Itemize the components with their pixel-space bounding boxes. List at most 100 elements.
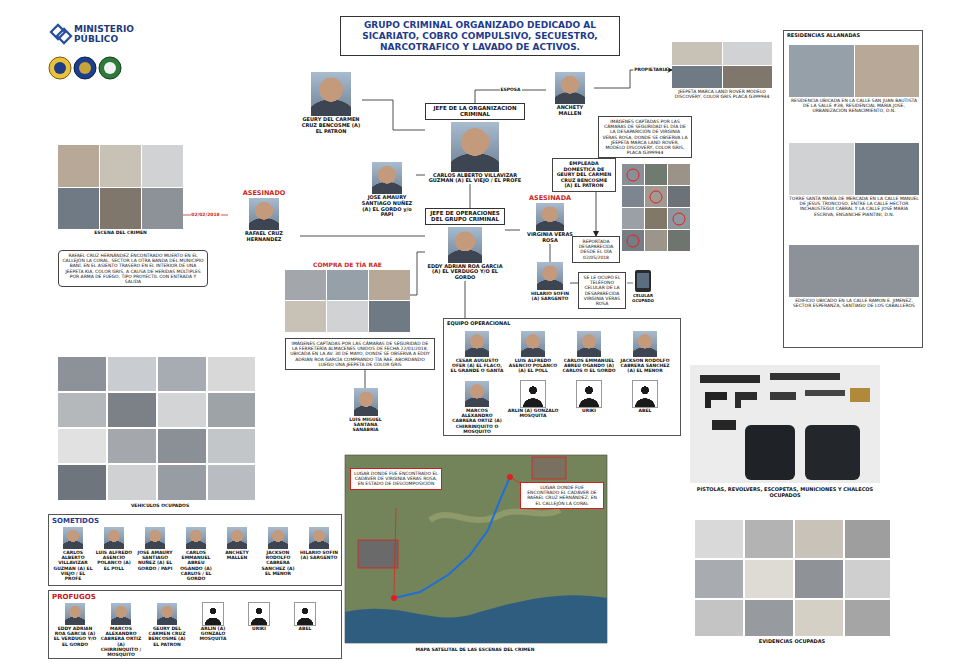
map-marker	[507, 474, 513, 480]
unknown-silhouette	[577, 381, 601, 407]
unknown-silhouette	[295, 603, 315, 625]
portrait-photo	[309, 527, 329, 549]
highlight-circle	[673, 213, 685, 225]
portrait-photo	[633, 331, 657, 357]
evidence-photos	[695, 520, 890, 636]
photo-cell	[285, 270, 326, 301]
person-name: HILARIO SOFIN (A) SARGENTO	[530, 291, 570, 301]
photo-grid	[672, 42, 772, 88]
person-card: ANCHETY MALLEN	[217, 527, 257, 560]
photo-grid	[789, 45, 919, 97]
photo-cell	[723, 42, 773, 65]
unknown-silhouette	[249, 603, 269, 625]
person-card: ARLIN (A) GONZALO MOSQUITA	[506, 381, 560, 418]
edge-label: ESPOSA	[499, 88, 521, 93]
photo-with-caption: JEEPETA MARCA LAND ROVER MODELO DISCOVER…	[672, 42, 772, 99]
unknown-silhouette	[633, 381, 657, 407]
photo	[158, 429, 206, 463]
panel-heading: EQUIPO OPERACIONAL	[444, 319, 680, 329]
person-name: RAFAEL CRUZ HERNANDEZ	[228, 231, 300, 243]
portrait-photo	[577, 331, 601, 357]
pistol	[705, 398, 711, 408]
edge-label: PROPIETARIA	[633, 68, 668, 73]
seal	[54, 62, 66, 74]
person-card: JOSE AMAURY SANTIAGO NUÑEZ (A) EL GORDO …	[358, 162, 416, 218]
person-card: ARLIN (A) GONZALO MOSQUITA	[191, 603, 235, 642]
person-name: CARLOS ALBERTO VILLAVIZAR GUZMAN (A) EL …	[53, 550, 93, 581]
photo-cell	[672, 42, 722, 65]
person-name: URIKI	[237, 626, 281, 631]
portrait-photo	[555, 72, 585, 104]
person-name: EDDY ADRIAN ROA GARCIA (A) EL VERDUGO Y/…	[53, 626, 97, 647]
seal	[104, 62, 116, 74]
seal	[79, 62, 91, 74]
photo-cell	[58, 145, 99, 187]
photo	[795, 560, 843, 598]
photo	[645, 164, 667, 185]
photo-cell	[723, 66, 773, 89]
role-label: ASESINADA	[520, 195, 580, 202]
satellite-map	[345, 455, 607, 643]
person-card: CARLOS ALBERTO VILLAVIZAR GUZMAN (A) EL …	[53, 527, 93, 581]
person-name: JACKSON RODOLFO CABRERA SANCHEZ (A) EL M…	[618, 358, 672, 374]
photo	[58, 357, 106, 391]
photo	[645, 186, 667, 207]
portrait-photo	[311, 72, 351, 116]
photo-cell	[672, 66, 722, 89]
photo-group: ESCENA DEL CRIMEN	[58, 145, 183, 235]
portrait-photo	[111, 603, 131, 625]
panel-heading: PROFUGOS	[49, 591, 341, 603]
person-card: GEURY DEL CARMEN CRUZ BENCOSME (A) EL PA…	[300, 72, 362, 134]
portrait-photo	[372, 162, 402, 194]
note-text: LUGAR DONDE FUE ENCONTRADO EL CADÁVER DE…	[354, 471, 438, 487]
portrait-photo	[65, 603, 85, 625]
person-name: VIRGINIA VERAS ROSA	[520, 232, 580, 244]
person-name: CARLOS ALBERTO VILLAVIZAR GUZMAN (A) EL …	[425, 173, 525, 185]
pistol	[735, 398, 741, 408]
note-box: REPORTADA DESAPARECIDA DESDE EL DÍA 02/0…	[572, 236, 620, 263]
highlight-circle	[627, 169, 639, 181]
person-card: JACKSON RODOLFO CABRERA SANCHEZ (A) EL M…	[258, 527, 298, 576]
photo	[845, 560, 890, 598]
photo-cell	[142, 188, 183, 230]
note-text: RAFAEL CRUZ HERNÁNDEZ ENCONTRADO MUERTO …	[62, 253, 204, 284]
photo	[668, 186, 690, 207]
photo	[208, 357, 255, 391]
person-name: MARCOS ALEXANDRO CABRERA ORTIZ (A) CHIRR…	[450, 408, 504, 434]
photo-cell	[58, 188, 99, 230]
photo	[108, 465, 156, 500]
portrait-photo	[451, 122, 499, 172]
person-name: JACKSON RODOLFO CABRERA SANCHEZ (A) EL M…	[258, 550, 298, 576]
photo	[695, 600, 743, 636]
photo	[745, 560, 793, 598]
route-line	[394, 477, 510, 598]
phone-photo	[627, 270, 651, 292]
photo	[158, 465, 206, 500]
portrait-photo	[186, 527, 206, 549]
note-text: LUGAR DONDE FUE ENCONTRADO EL CADÁVER DE…	[524, 485, 600, 506]
portrait-photo	[145, 527, 165, 549]
photo-grid	[789, 245, 919, 297]
portrait-photo	[465, 331, 489, 357]
photo	[158, 357, 206, 391]
map-caption: MAPA SATELITAL DE LAS ESCENAS DEL CRIMEN	[395, 647, 555, 652]
photo-cell	[327, 301, 368, 332]
photo-caption: VEHICULOS OCUPADOS	[120, 503, 200, 508]
photo-cell	[855, 45, 920, 97]
photo-caption: PISTOLAS, REVOLVERS, ESCOPETAS, MUNICION…	[690, 487, 880, 499]
photo	[622, 164, 644, 185]
photo-caption: RESIDENCIA UBICADA EN LA CALLE SAN JUAN …	[789, 98, 919, 114]
portrait-photo	[157, 603, 177, 625]
person-card: JOSE AMAURY SANTIAGO NUÑEZ (A) EL GORDO …	[135, 527, 175, 571]
person-name: URIKI	[562, 408, 616, 413]
person-name: LUIS MIGUEL SANTANA SANABRIA	[343, 417, 388, 433]
portrait-photo	[63, 527, 83, 549]
group-heading: ESCENA DEL CRIMEN	[58, 230, 183, 235]
photo	[208, 393, 255, 427]
leader-line	[627, 283, 633, 284]
note-box: LUGAR DONDE FUE ENCONTRADO EL CADÁVER DE…	[350, 468, 442, 490]
person-card: ABEL	[618, 381, 672, 413]
portrait-photo	[536, 203, 564, 231]
vest	[805, 425, 860, 480]
photo-with-caption: RESIDENCIA UBICADA EN LA CALLE SAN JUAN …	[789, 45, 919, 114]
